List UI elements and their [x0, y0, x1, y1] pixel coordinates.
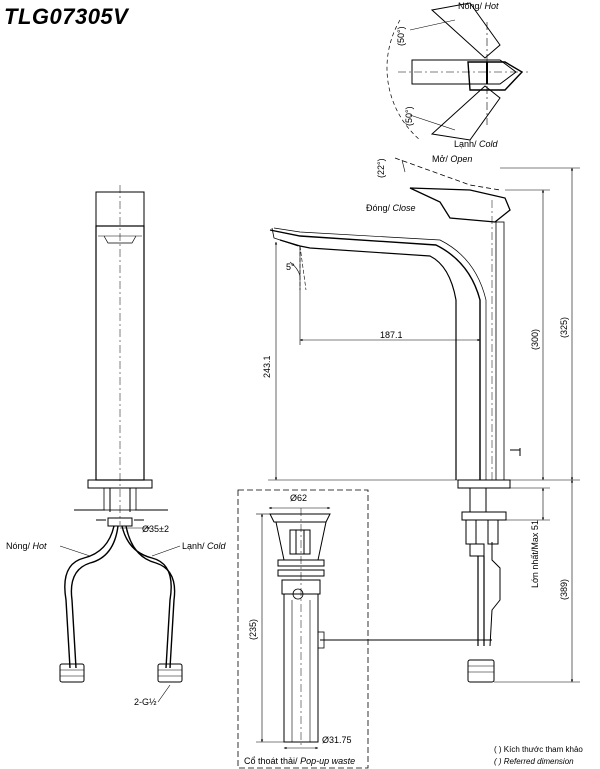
drain-top-diameter: Ø62 — [290, 493, 308, 503]
close-en: Close — [392, 203, 416, 213]
legend-referred-vi: ( ) Kích thước tham khảo — [494, 745, 583, 754]
side-view — [269, 157, 521, 683]
supply-cold-en: Cold — [207, 541, 226, 551]
close-label: Đóng/ Close — [366, 203, 416, 213]
handle-cold-en: Cold — [479, 139, 498, 149]
body-height-dimension: (300) — [530, 328, 540, 350]
spout-angle-label: 5° — [286, 262, 295, 272]
handle-hot-label: Nóng/ Hot — [458, 1, 499, 11]
open-en: Open — [450, 154, 473, 164]
legend-referred-en: ( ) Referred dimension — [494, 757, 574, 766]
spout-height-dimension: 243.1 — [262, 355, 272, 378]
close-vi: Đóng/ — [366, 203, 391, 213]
angle-hot-label: (50°) — [396, 26, 406, 46]
max-thickness-dimension: Lớn nhất/Max 51 — [530, 520, 540, 588]
drain-length-dimension: (235) — [248, 618, 258, 640]
handle-cold-vi: Lạnh/ — [454, 139, 477, 149]
drain-name-vi: Cổ thoát thải/ — [244, 756, 298, 766]
handle-hot-vi: Nóng/ — [458, 1, 483, 11]
drain-name-en: Pop-up waste — [300, 756, 356, 766]
handle-hot-en: Hot — [484, 1, 499, 11]
open-label: Mở/ Open — [432, 154, 472, 164]
side-dimensions — [268, 167, 580, 683]
supply-hot-en: Hot — [32, 541, 47, 551]
handle-top-view — [386, 2, 528, 141]
angle-open-label: (22°) — [376, 158, 386, 178]
supply-cold-label: Lạnh/ Cold — [182, 541, 226, 551]
angle-cold-label: (50°) — [404, 106, 414, 126]
front-view — [59, 185, 183, 703]
drain-bottom-diameter: Ø31.75 — [322, 735, 352, 745]
open-vi: Mở/ — [432, 154, 448, 164]
total-height-dimension: (325) — [559, 316, 569, 338]
supply-hot-label: Nóng/ Hot — [6, 541, 47, 551]
connection-thread-label: 2-G½ — [134, 697, 157, 707]
hole-diameter-label: Ø35±2 — [142, 524, 169, 534]
drain-name-label: Cổ thoát thải/ Pop-up waste — [244, 756, 355, 766]
below-deck-dimension: (389) — [559, 578, 569, 600]
popup-waste — [237, 489, 369, 769]
handle-cold-label: Lạnh/ Cold — [454, 139, 498, 149]
supply-cold-vi: Lạnh/ — [182, 541, 205, 551]
reach-dimension: 187.1 — [380, 330, 403, 340]
supply-hot-vi: Nóng/ — [6, 541, 31, 551]
model-number: TLG07305V — [4, 4, 129, 29]
